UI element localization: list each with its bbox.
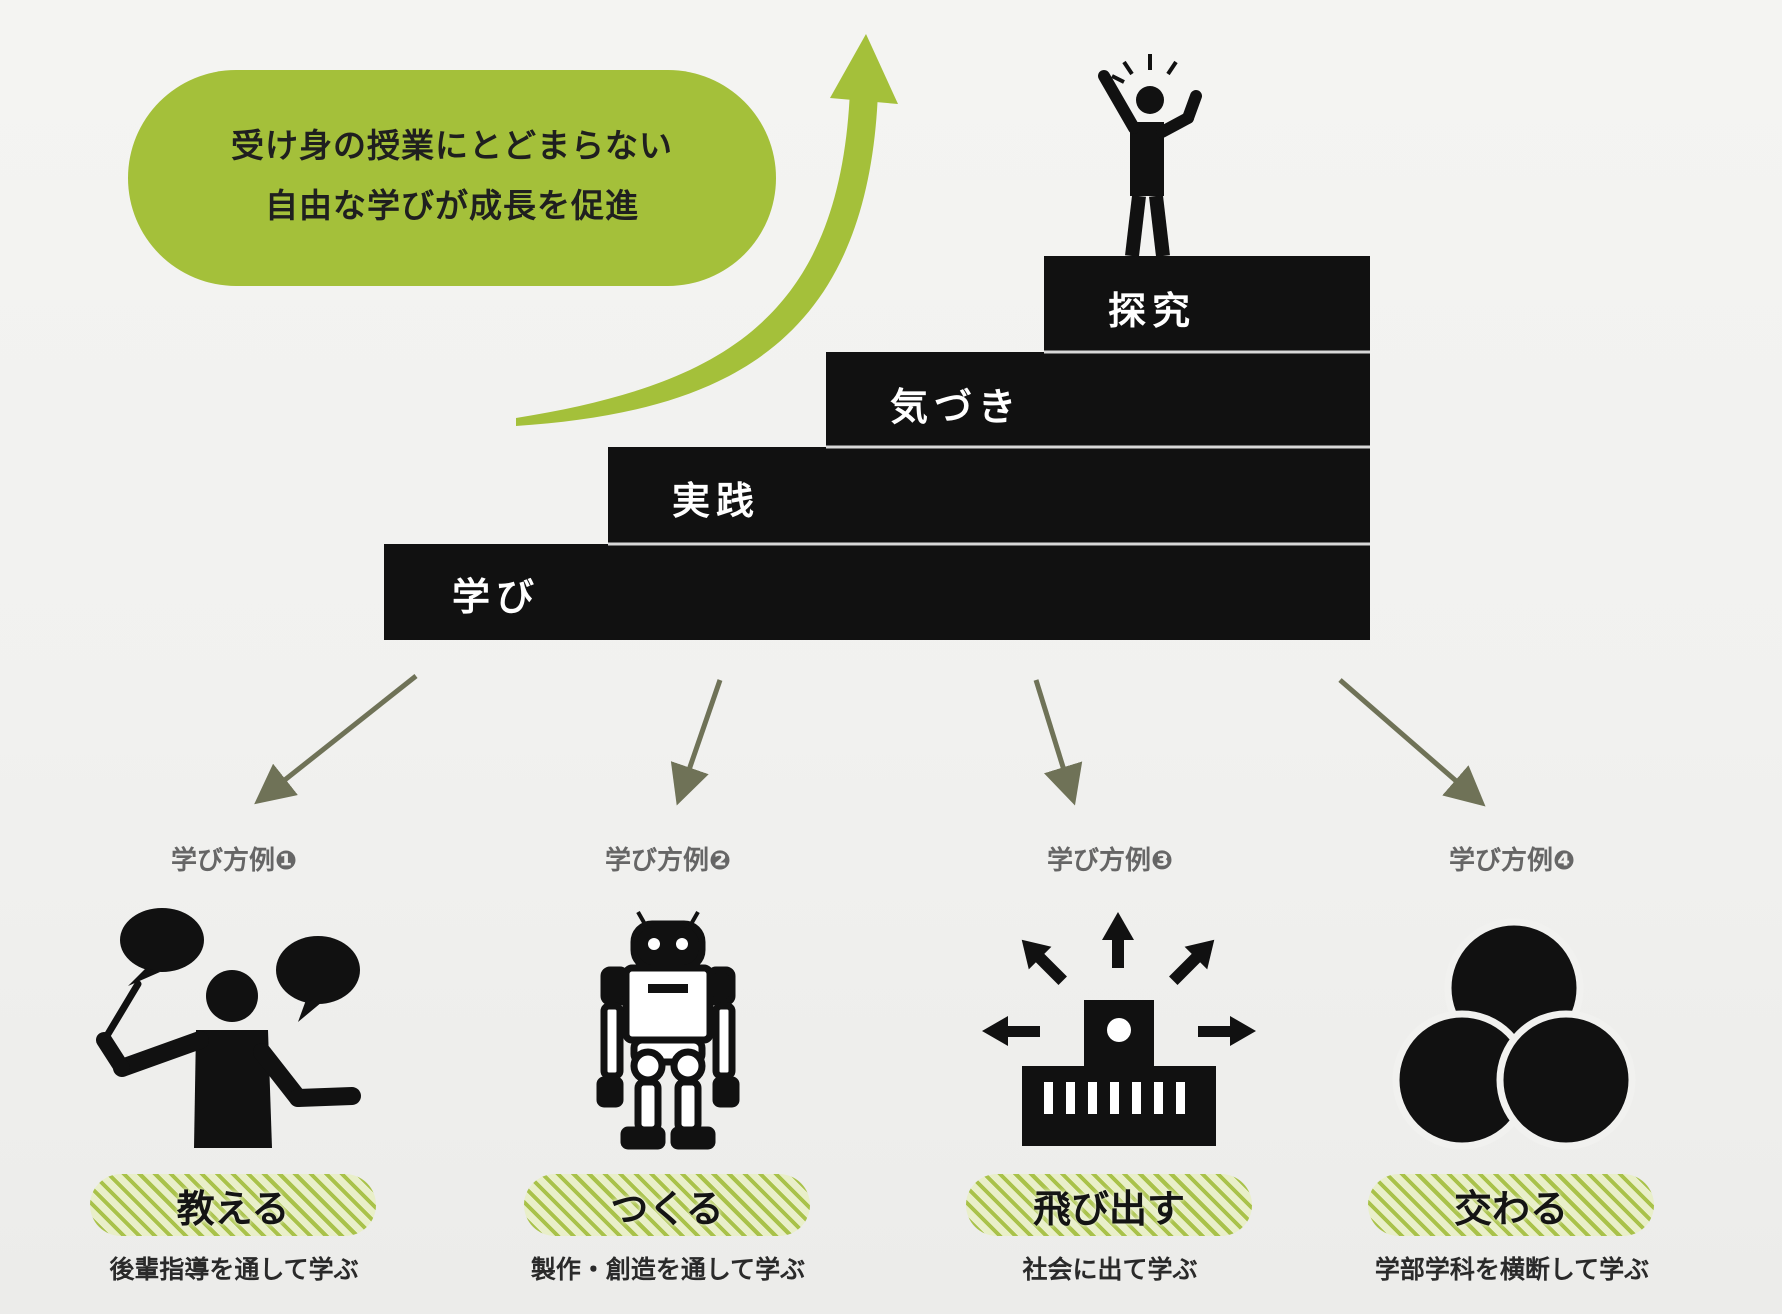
- arrow-to-example-2: [670, 679, 723, 806]
- example-4-heading: 学び方例❹: [1448, 846, 1575, 876]
- branch-arrows: [254, 674, 1486, 807]
- example-3-heading: 学び方例❸: [1046, 846, 1173, 876]
- example-4-title-badge: 交わる: [1368, 1174, 1654, 1236]
- venn-circles-icon: [1392, 918, 1636, 1150]
- example-4-title: 交わる: [1453, 1186, 1568, 1231]
- example-3-description: 社会に出て学ぶ: [1022, 1255, 1198, 1284]
- example-3-title: 飛び出す: [1032, 1186, 1185, 1231]
- headline-pill: [128, 70, 776, 286]
- example-1-description: 後輩指導を通して学ぶ: [109, 1255, 359, 1284]
- stair-step-1: [384, 544, 1370, 640]
- arrow-to-example-4: [1338, 678, 1486, 807]
- example-2-description: 製作・創造を通して学ぶ: [530, 1255, 806, 1284]
- headline-text: 受け身の授業にとどまらない 自由な学びが成長を促進: [128, 116, 776, 236]
- example-2-title-badge: つくる: [524, 1174, 810, 1236]
- growth-arrow-icon: [516, 34, 898, 426]
- example-3-title-badge: 飛び出す: [966, 1174, 1252, 1236]
- headline-line-1: 受け身の授業にとどまらない: [231, 126, 673, 165]
- arrow-to-example-3: [1033, 679, 1083, 806]
- school-outward-arrows-icon: [982, 912, 1256, 1146]
- example-2-title: つくる: [610, 1186, 724, 1231]
- example-1-title-badge: 教える: [90, 1174, 376, 1236]
- example-4-description: 学部学科を横断して学ぶ: [1374, 1255, 1650, 1284]
- stair-label-2: 実践: [672, 479, 761, 523]
- headline-line-2: 自由な学びが成長を促進: [265, 186, 639, 225]
- stair-label-1: 学び: [452, 575, 541, 619]
- robot-icon: [596, 911, 740, 1150]
- stair-step-3: [826, 352, 1370, 447]
- example-1-heading: 学び方例❶: [170, 846, 297, 876]
- stair-step-4: [1044, 256, 1370, 352]
- example-1-title: 教える: [176, 1186, 290, 1231]
- arrow-to-example-1: [254, 674, 418, 805]
- stair-step-2: [608, 447, 1370, 544]
- celebrating-person-icon: [1098, 54, 1202, 257]
- stair-label-4: 探究: [1108, 289, 1197, 333]
- stair-label-3: 気づき: [890, 385, 1023, 429]
- teaching-person-icon: [96, 908, 361, 1148]
- staircase: [384, 256, 1370, 640]
- example-2-heading: 学び方例❷: [604, 846, 731, 876]
